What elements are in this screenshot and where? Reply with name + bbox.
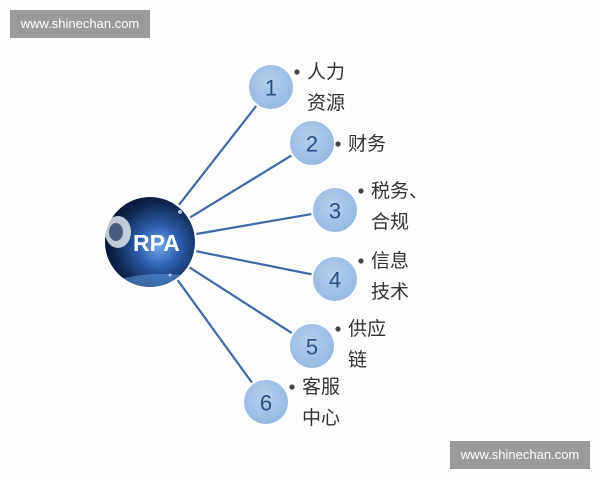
bullet-icon	[289, 384, 295, 390]
watermark-top: www.shinechan.com	[10, 10, 150, 38]
node-circle-5	[288, 322, 336, 370]
node-label-4-line-1: 信息	[371, 250, 409, 272]
node-number-3: 3	[329, 199, 341, 224]
node-label-5-line-1: 供应	[348, 318, 386, 340]
node-label-5-line-2: 链	[348, 349, 367, 371]
node-number-2: 2	[306, 132, 318, 157]
node-circle-6	[242, 378, 290, 426]
node-number-4: 4	[329, 268, 341, 293]
node-label-6-line-2: 中心	[302, 407, 340, 429]
node-label-1-line-2: 资源	[307, 92, 345, 114]
node-circle-3	[311, 186, 359, 234]
bullet-icon	[358, 258, 364, 264]
node-2: 2 财务	[288, 119, 386, 167]
bullet-icon	[294, 69, 300, 75]
node-circle-2	[288, 119, 336, 167]
node-label-2-line-1: 财务	[348, 133, 386, 155]
bullet-icon	[335, 326, 341, 332]
bullet-icon	[335, 141, 341, 147]
center-label: RPA	[133, 230, 180, 256]
center-node: RPA	[103, 195, 197, 289]
node-label-3-line-1: 税务、	[371, 180, 428, 202]
connector-lines	[176, 104, 313, 385]
connector-line-4	[195, 250, 313, 276]
node-number-1: 1	[265, 76, 277, 101]
node-label-1-line-1: 人力	[307, 61, 345, 83]
node-circle-1	[247, 63, 295, 111]
connector-line-3	[196, 212, 313, 236]
watermark-bottom: www.shinechan.com	[450, 441, 590, 469]
connector-line-1	[178, 104, 258, 206]
node-5: 5 供应链	[288, 318, 386, 371]
node-circle-4	[311, 255, 359, 303]
node-number-6: 6	[260, 391, 272, 416]
node-label-4-line-2: 技术	[371, 281, 409, 303]
connector-line-6	[176, 279, 254, 385]
bullet-icon	[358, 188, 364, 194]
node-label-3-line-2: 合规	[371, 211, 409, 233]
node-number-5: 5	[306, 335, 318, 360]
node-label-6-line-1: 客服	[302, 376, 340, 398]
node-3: 3 税务、合规	[311, 180, 428, 234]
connector-line-5	[188, 266, 294, 335]
connector-line-2	[189, 154, 293, 219]
